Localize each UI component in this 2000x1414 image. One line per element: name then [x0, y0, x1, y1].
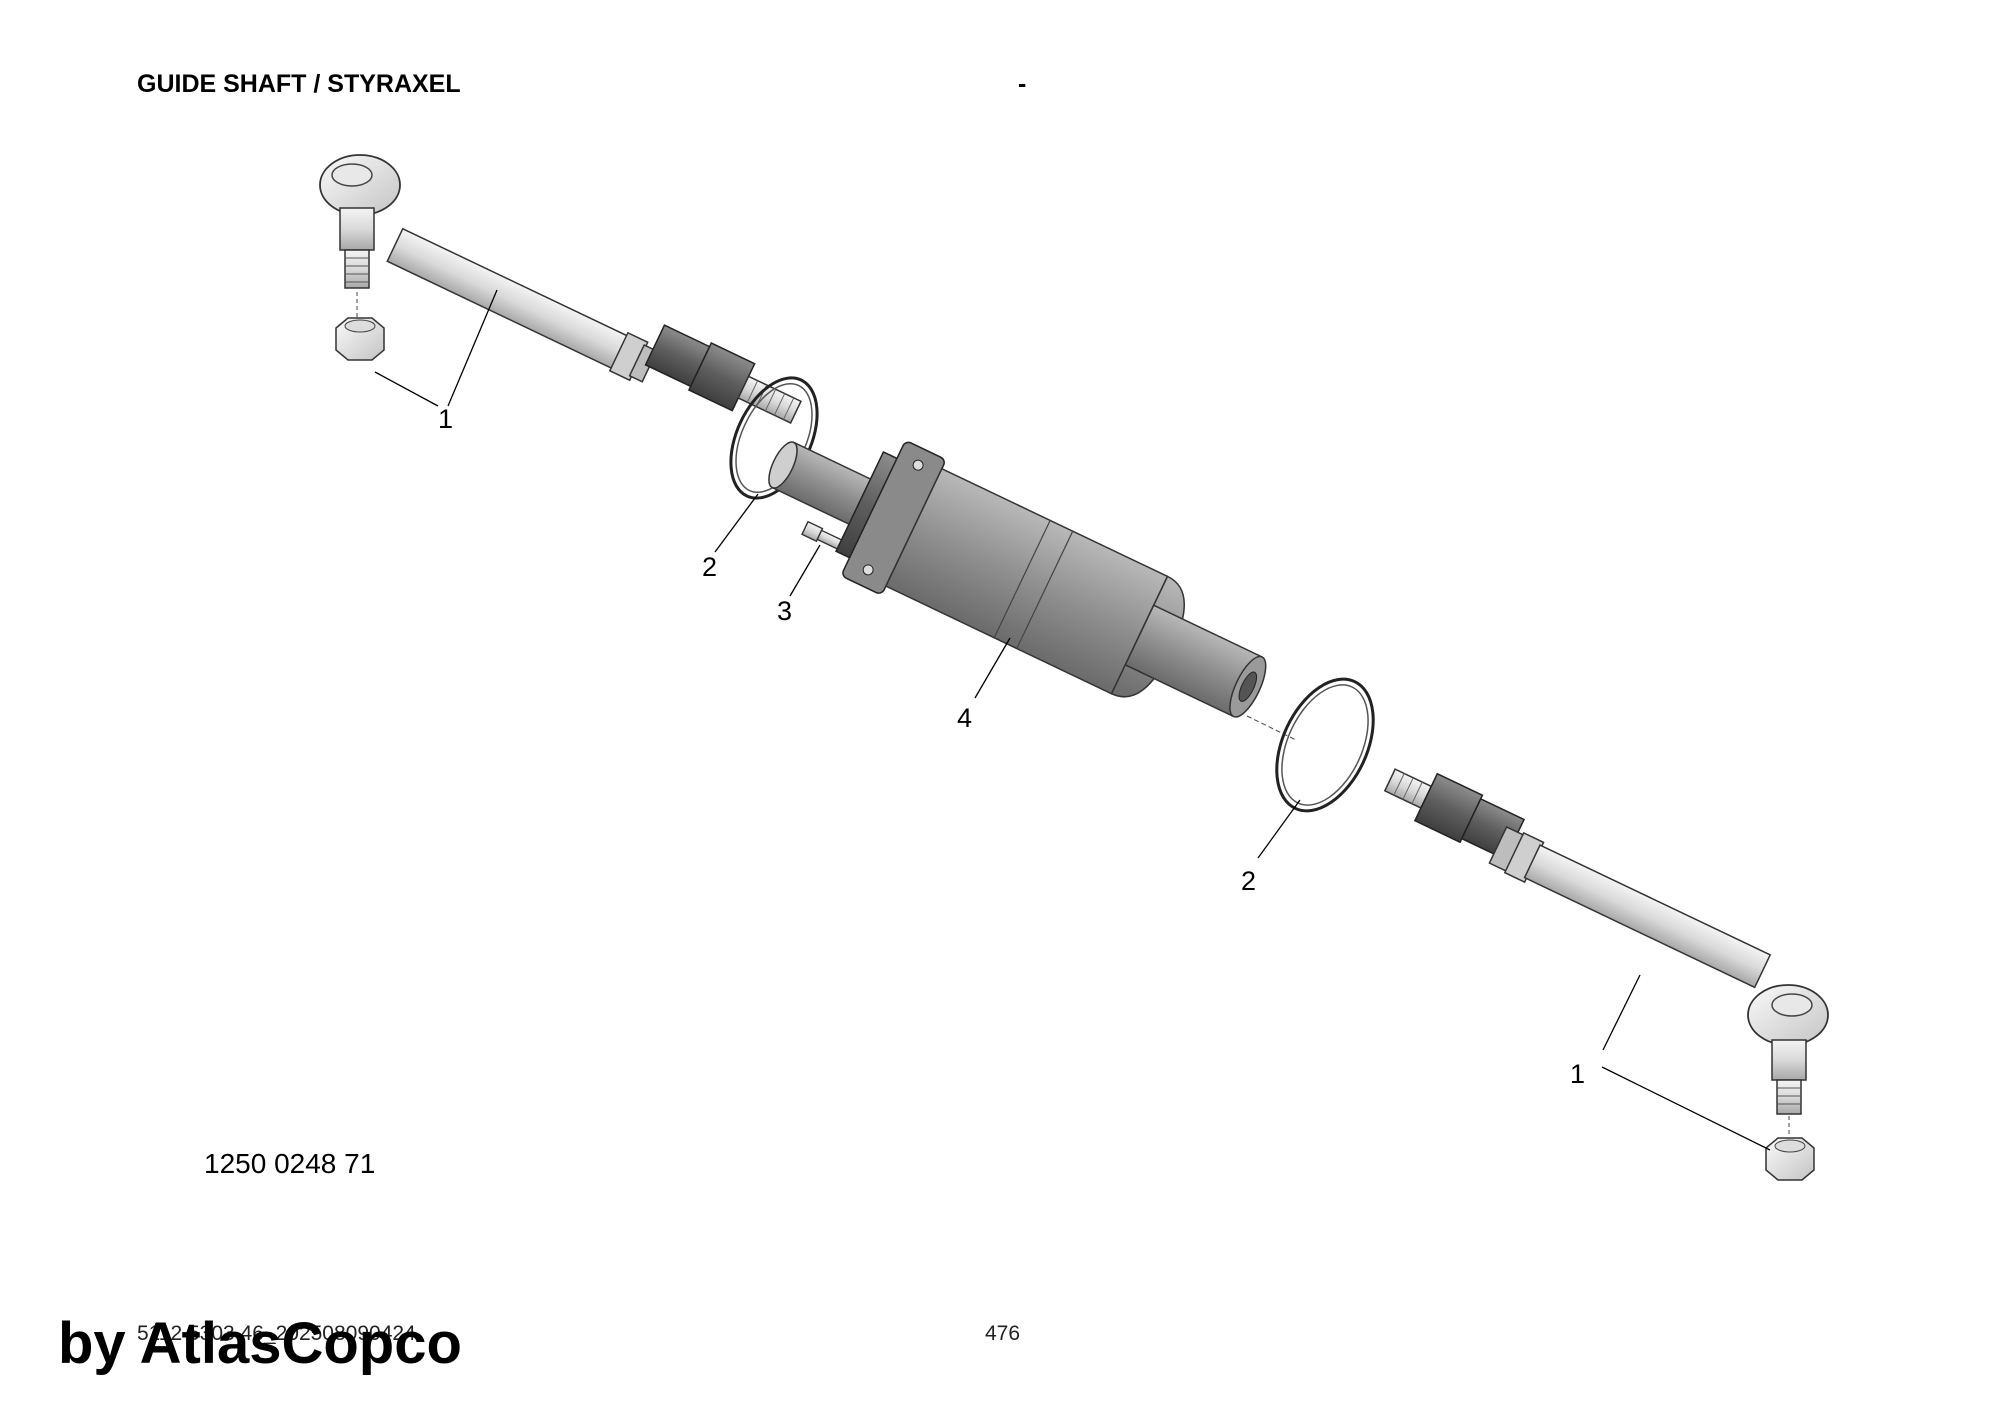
- callout-4: 4: [957, 703, 972, 733]
- o-ring-bottom: [1275, 677, 1375, 813]
- tie-rod-top: [319, 154, 658, 383]
- ball-joint-bottom: [1383, 768, 1526, 861]
- nut-top: [335, 292, 385, 361]
- tie-rod-bottom: [1488, 825, 1829, 1115]
- page-number: 476: [985, 1322, 1021, 1345]
- nut-bottom: [1765, 1116, 1815, 1181]
- callout-3: 3: [777, 596, 792, 626]
- part-number: 1250 0248 71: [204, 1148, 376, 1179]
- leader-lines: [374, 289, 1771, 1151]
- ball-joint-top: [644, 324, 802, 424]
- callout-2-bottom: 2: [1241, 866, 1256, 896]
- document-id: 5112 5303 46_202508090424: [137, 1322, 416, 1345]
- callout-1-top: 1: [438, 404, 453, 434]
- callout-1-bottom: 1: [1570, 1059, 1585, 1089]
- callout-2-top: 2: [702, 552, 717, 582]
- brand-watermark: by AtlasCopco: [58, 1311, 462, 1376]
- page-title: GUIDE SHAFT / STYRAXEL: [137, 70, 461, 98]
- cylinder-body: [768, 441, 1297, 741]
- section-dash: -: [1018, 70, 1027, 98]
